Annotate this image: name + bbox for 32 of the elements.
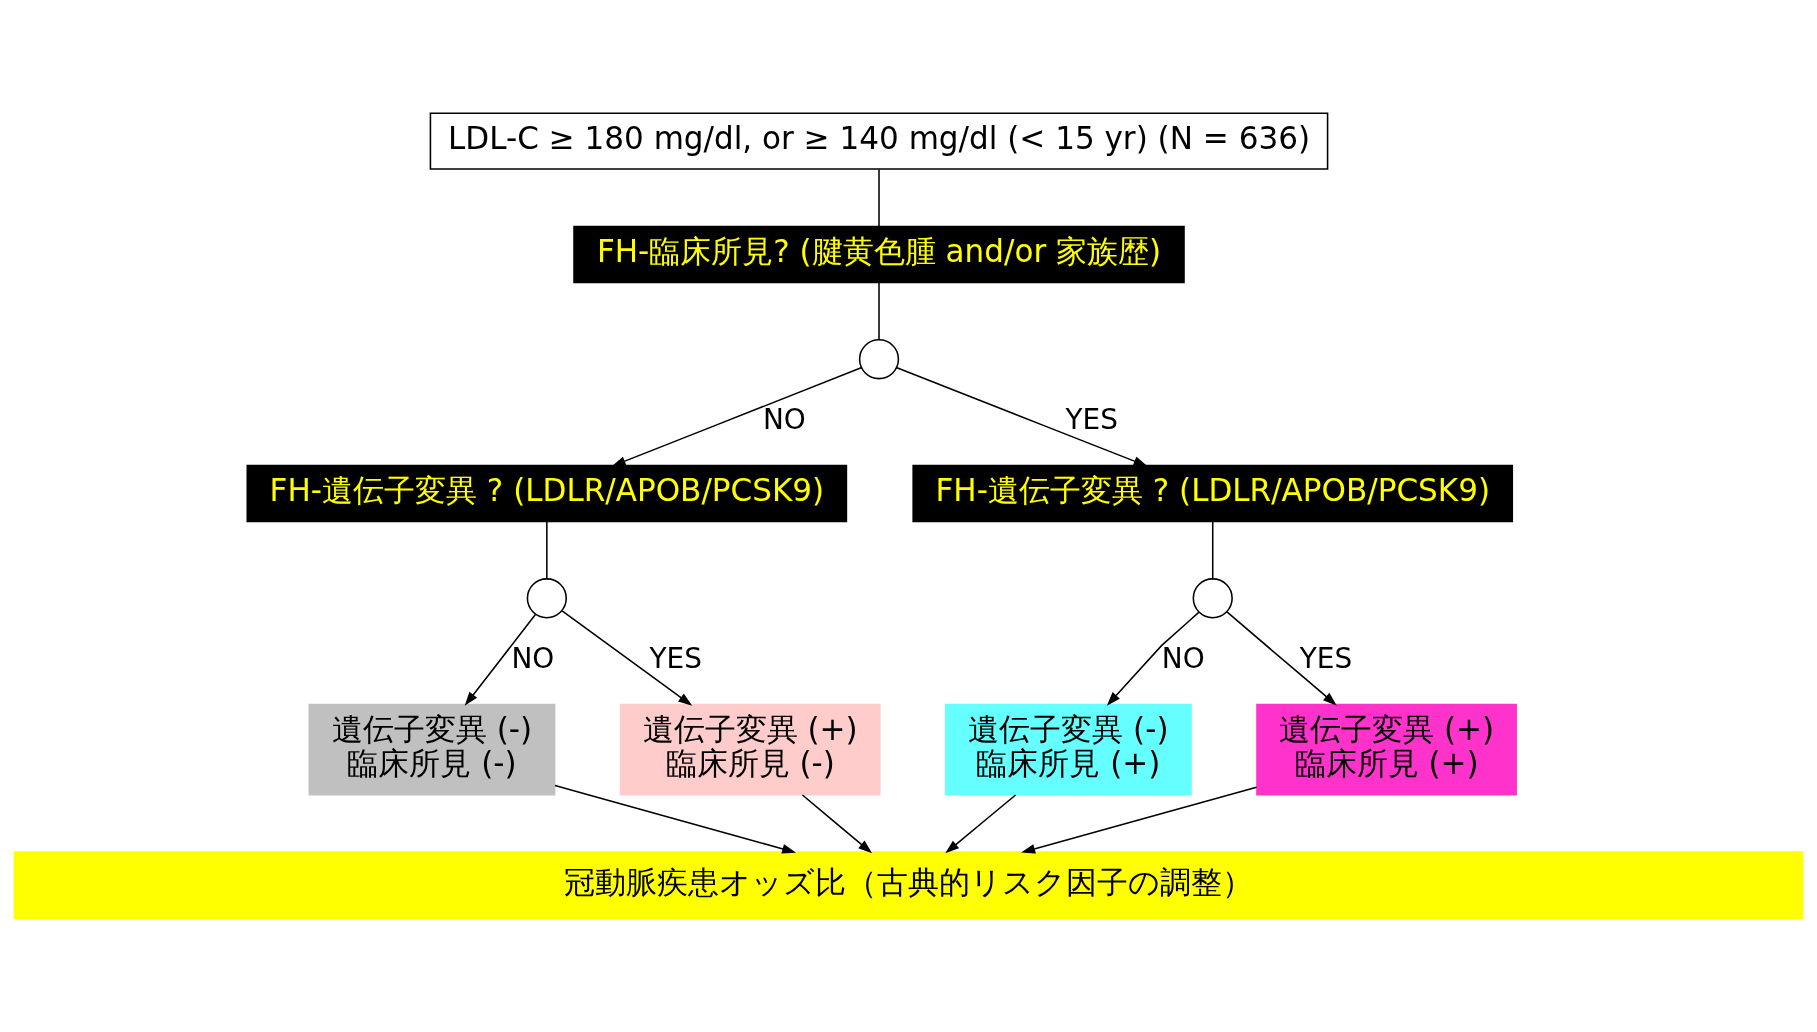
node-box: 遺伝子変異 (-) 臨床所見 (-) (308, 703, 556, 796)
arrow (1106, 611, 1200, 706)
node-box: FH-遺伝子変異 ? (LDLR/APOB/PCSK9) (912, 464, 1514, 523)
arrow (1021, 786, 1258, 854)
arrow (554, 784, 797, 854)
edge-label: YES (1299, 641, 1353, 675)
arrow (464, 613, 537, 706)
connector (546, 521, 548, 580)
connector (878, 281, 880, 341)
arrow (945, 794, 1017, 854)
node-circle (1192, 578, 1233, 619)
arrow (561, 610, 693, 706)
node-box: LDL-C ≥ 180 mg/dl, or ≥ 140 mg/dl (< 15 yr) (N = 636) (429, 112, 1329, 170)
node-box: 遺伝子変異 (+) 臨床所見 (-) (619, 703, 881, 796)
connector (1211, 521, 1214, 580)
node-circle (526, 578, 567, 619)
arrow (801, 794, 873, 854)
node-box: FH-遺伝子変異 ? (LDLR/APOB/PCSK9) (246, 464, 848, 523)
edge-label: NO (1161, 641, 1205, 675)
edge-label: YES (649, 641, 702, 675)
node-box: 遺伝子変異 (+) 臨床所見 (+) (1256, 703, 1517, 796)
edge-label: YES (1065, 402, 1118, 436)
node-circle (858, 339, 900, 380)
edge-label: NO (762, 402, 806, 436)
arrow (1226, 611, 1337, 706)
node-box: 冠動脈疾患オッズ比（古典的リスク因子の調整） (13, 851, 1804, 920)
node-box: 遺伝子変異 (-) 臨床所見 (+) (944, 703, 1192, 796)
edge-label: NO (511, 641, 555, 675)
arrow (611, 367, 862, 467)
node-box: FH-臨床所見? (腱黄色腫 and/or 家族歴) (573, 225, 1185, 284)
arrow (896, 367, 1148, 467)
connector (878, 168, 880, 228)
